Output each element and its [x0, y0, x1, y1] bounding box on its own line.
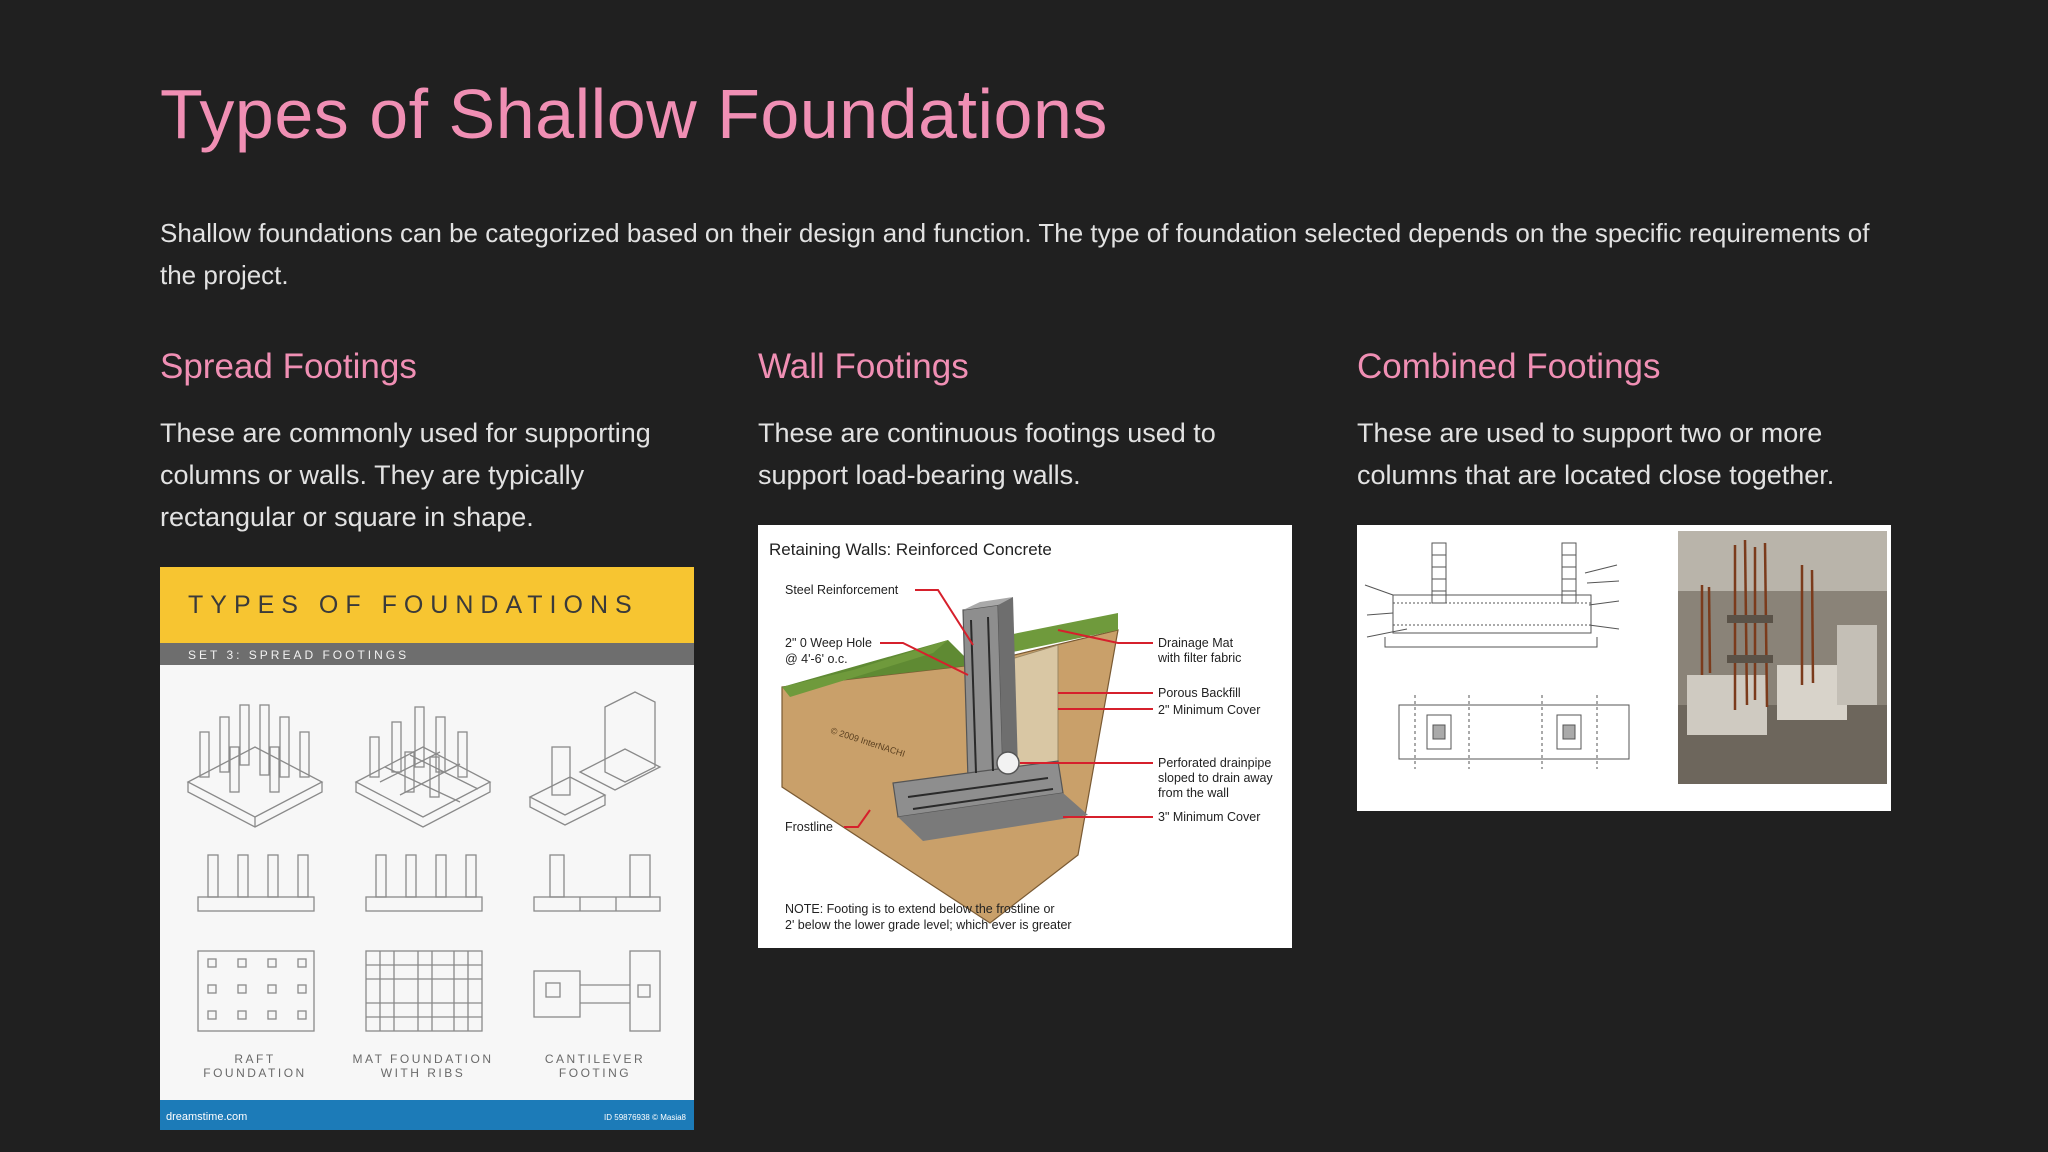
combined-footing-drawing	[1364, 542, 1630, 769]
diagram-leader-lines	[844, 589, 1153, 828]
combined-footings-image	[1357, 525, 1891, 811]
label-drainage-mat: Drainage Mat	[1158, 636, 1234, 650]
combined-footings-heading: Combined Footings	[1357, 347, 1661, 386]
footer-right-text: ID 59876938 © Masia8	[604, 1113, 686, 1122]
footer-left-text: dreamstime.com	[166, 1111, 247, 1123]
note-line-1: NOTE: Footing is to extend below the fro…	[785, 902, 1055, 916]
label-minimum-cover-2: 2" Minimum Cover	[1158, 703, 1260, 717]
diagram-title: Retaining Walls: Reinforced Concrete	[769, 540, 1052, 559]
column-spread-footings: Spread Footings These are commonly used …	[160, 344, 694, 538]
label-frostline: Frostline	[785, 820, 833, 834]
combined-footings-text: These are used to support two or more co…	[1357, 418, 1835, 490]
label-drainpipe: Perforated drainpipe	[1158, 756, 1271, 770]
cantilever-label-line2: FOOTING	[559, 1066, 631, 1080]
wall-footings-heading: Wall Footings	[758, 347, 969, 386]
label-weep-hole-spacing: @ 4'-6' o.c.	[785, 652, 848, 666]
label-drainpipe-slope: sloped to drain away	[1158, 771, 1273, 785]
wall-footings-text: These are continuous footings used to su…	[758, 418, 1216, 490]
wall-footings-image: Retaining Walls: Reinforced Concrete © 2…	[758, 525, 1292, 948]
banner-text: TYPES OF FOUNDATIONS	[188, 591, 639, 619]
raft-label-line2: FOUNDATION	[203, 1066, 306, 1080]
spread-footings-heading: Spread Footings	[160, 347, 417, 386]
intro-paragraph: Shallow foundations can be categorized b…	[160, 218, 1870, 290]
mat-label-line1: MAT FOUNDATION	[353, 1052, 494, 1066]
raft-label-line1: RAFT	[234, 1052, 275, 1066]
column-combined-footings: Combined Footings These are used to supp…	[1357, 344, 1891, 496]
label-filter-fabric: with filter fabric	[1157, 651, 1241, 665]
label-steel-reinforcement: Steel Reinforcement	[785, 583, 899, 597]
mat-label-line2: WITH RIBS	[381, 1066, 466, 1080]
label-porous-backfill: Porous Backfill	[1158, 686, 1241, 700]
label-weep-hole: 2" 0 Weep Hole	[785, 636, 872, 650]
label-minimum-cover-3: 3" Minimum Cover	[1158, 810, 1260, 824]
spread-footings-image: TYPES OF FOUNDATIONS SET 3: SPREAD FOOTI…	[160, 567, 694, 1130]
label-drainpipe-wall: from the wall	[1158, 786, 1229, 800]
spread-footings-text: These are commonly used for supporting c…	[160, 418, 651, 532]
cantilever-label-line1: CANTILEVER	[545, 1052, 645, 1066]
slide-title: Types of Shallow Foundations	[160, 75, 1108, 153]
footing-illustrations	[186, 691, 662, 1032]
column-wall-footings: Wall Footings These are continuous footi…	[758, 344, 1292, 496]
note-line-2: 2' below the lower grade level; which ev…	[785, 918, 1072, 932]
subbanner-text: SET 3: SPREAD FOOTINGS	[188, 648, 409, 662]
